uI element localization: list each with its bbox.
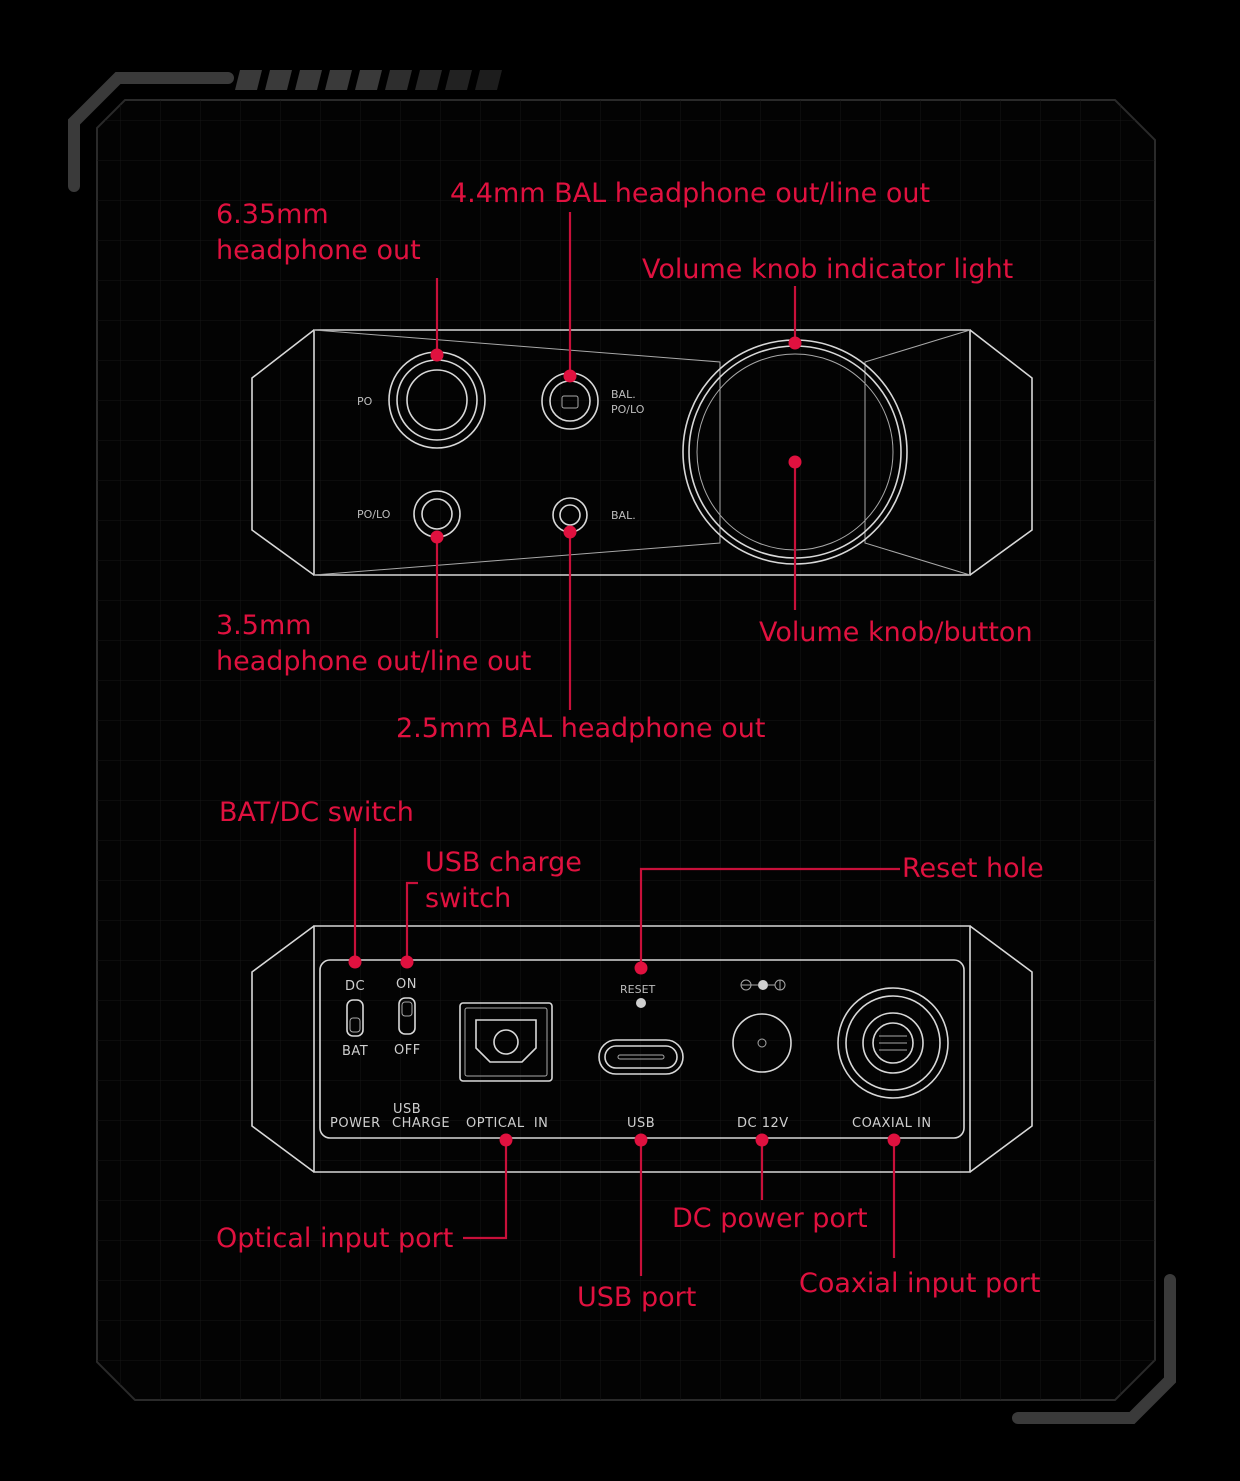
dot-optical	[499, 1133, 513, 1147]
dot-knob-light	[788, 336, 802, 350]
dc-jack-icon	[732, 1013, 792, 1073]
dc-polarity-icon	[740, 979, 786, 991]
dot-reset	[634, 961, 648, 975]
callout-35-line2: headphone out/line out	[216, 646, 531, 677]
callout-optical: Optical input port	[216, 1223, 453, 1254]
dot-635	[430, 348, 444, 362]
callout-usb: USB port	[577, 1282, 696, 1313]
label-usb-2: USB	[627, 1116, 655, 1131]
dc-bat-switch-icon	[346, 999, 364, 1037]
label-reset: RESET	[620, 983, 656, 996]
callout-25: 2.5mm BAL headphone out	[396, 713, 765, 744]
dot-dc	[755, 1133, 769, 1147]
callout-635-line2: headphone out	[216, 235, 421, 266]
rear-panel-device: DC BAT ON OFF RESET	[251, 925, 1033, 1173]
optical-port-icon	[459, 1002, 553, 1082]
label-power: POWER	[330, 1116, 381, 1131]
coaxial-port-icon	[837, 987, 949, 1099]
callout-reset: Reset hole	[902, 853, 1044, 884]
usb-charge-switch-icon	[398, 997, 416, 1035]
callout-35-line1: 3.5mm	[216, 610, 312, 641]
callout-bat-dc: BAT/DC switch	[219, 797, 414, 828]
rear-callouts: BAT/DC switch USB charge switch Reset ho…	[216, 797, 1044, 1313]
label-bal-1: BAL.	[611, 388, 636, 401]
dot-knob	[788, 455, 802, 469]
dot-usb	[634, 1133, 648, 1147]
label-charge: CHARGE	[392, 1116, 450, 1131]
callout-knob: Volume knob/button	[759, 617, 1033, 648]
label-po: PO	[357, 395, 373, 408]
dot-25	[563, 525, 577, 539]
label-dc: DC	[345, 979, 365, 994]
frame-segment-bar	[235, 70, 502, 90]
callout-44: 4.4mm BAL headphone out/line out	[450, 178, 930, 209]
usb-c-port-icon	[598, 1039, 684, 1075]
label-bal-2: BAL.	[611, 509, 636, 522]
label-dc12v: DC 12V	[737, 1116, 789, 1131]
reset-hole-icon	[636, 998, 646, 1008]
front-leaders	[430, 212, 802, 710]
rear-leaders	[348, 828, 901, 1276]
label-off: OFF	[394, 1043, 421, 1058]
dot-dc-switch	[348, 955, 362, 969]
callout-usb-charge-1: USB charge	[425, 847, 582, 878]
label-usb-1: USB	[393, 1102, 421, 1117]
dot-35	[430, 530, 444, 544]
dot-coaxial	[887, 1133, 901, 1147]
dot-usb-charge	[400, 955, 414, 969]
label-optical-in: OPTICAL IN	[466, 1116, 548, 1131]
front-callouts: 6.35mm headphone out 4.4mm BAL headphone…	[216, 178, 1033, 744]
hud-frame	[68, 70, 1176, 1424]
label-polo-1: PO/LO	[611, 403, 645, 416]
label-coaxial-in: COAXIAL IN	[852, 1116, 932, 1131]
callout-knob-light: Volume knob indicator light	[642, 254, 1013, 285]
label-on: ON	[396, 977, 417, 992]
callout-635-line1: 6.35mm	[216, 199, 329, 230]
callout-usb-charge-2: switch	[425, 883, 511, 914]
dot-44	[563, 369, 577, 383]
callout-coaxial: Coaxial input port	[799, 1268, 1040, 1299]
callout-dc: DC power port	[672, 1203, 868, 1234]
label-bat: BAT	[342, 1044, 368, 1059]
label-polo-2: PO/LO	[357, 508, 391, 521]
